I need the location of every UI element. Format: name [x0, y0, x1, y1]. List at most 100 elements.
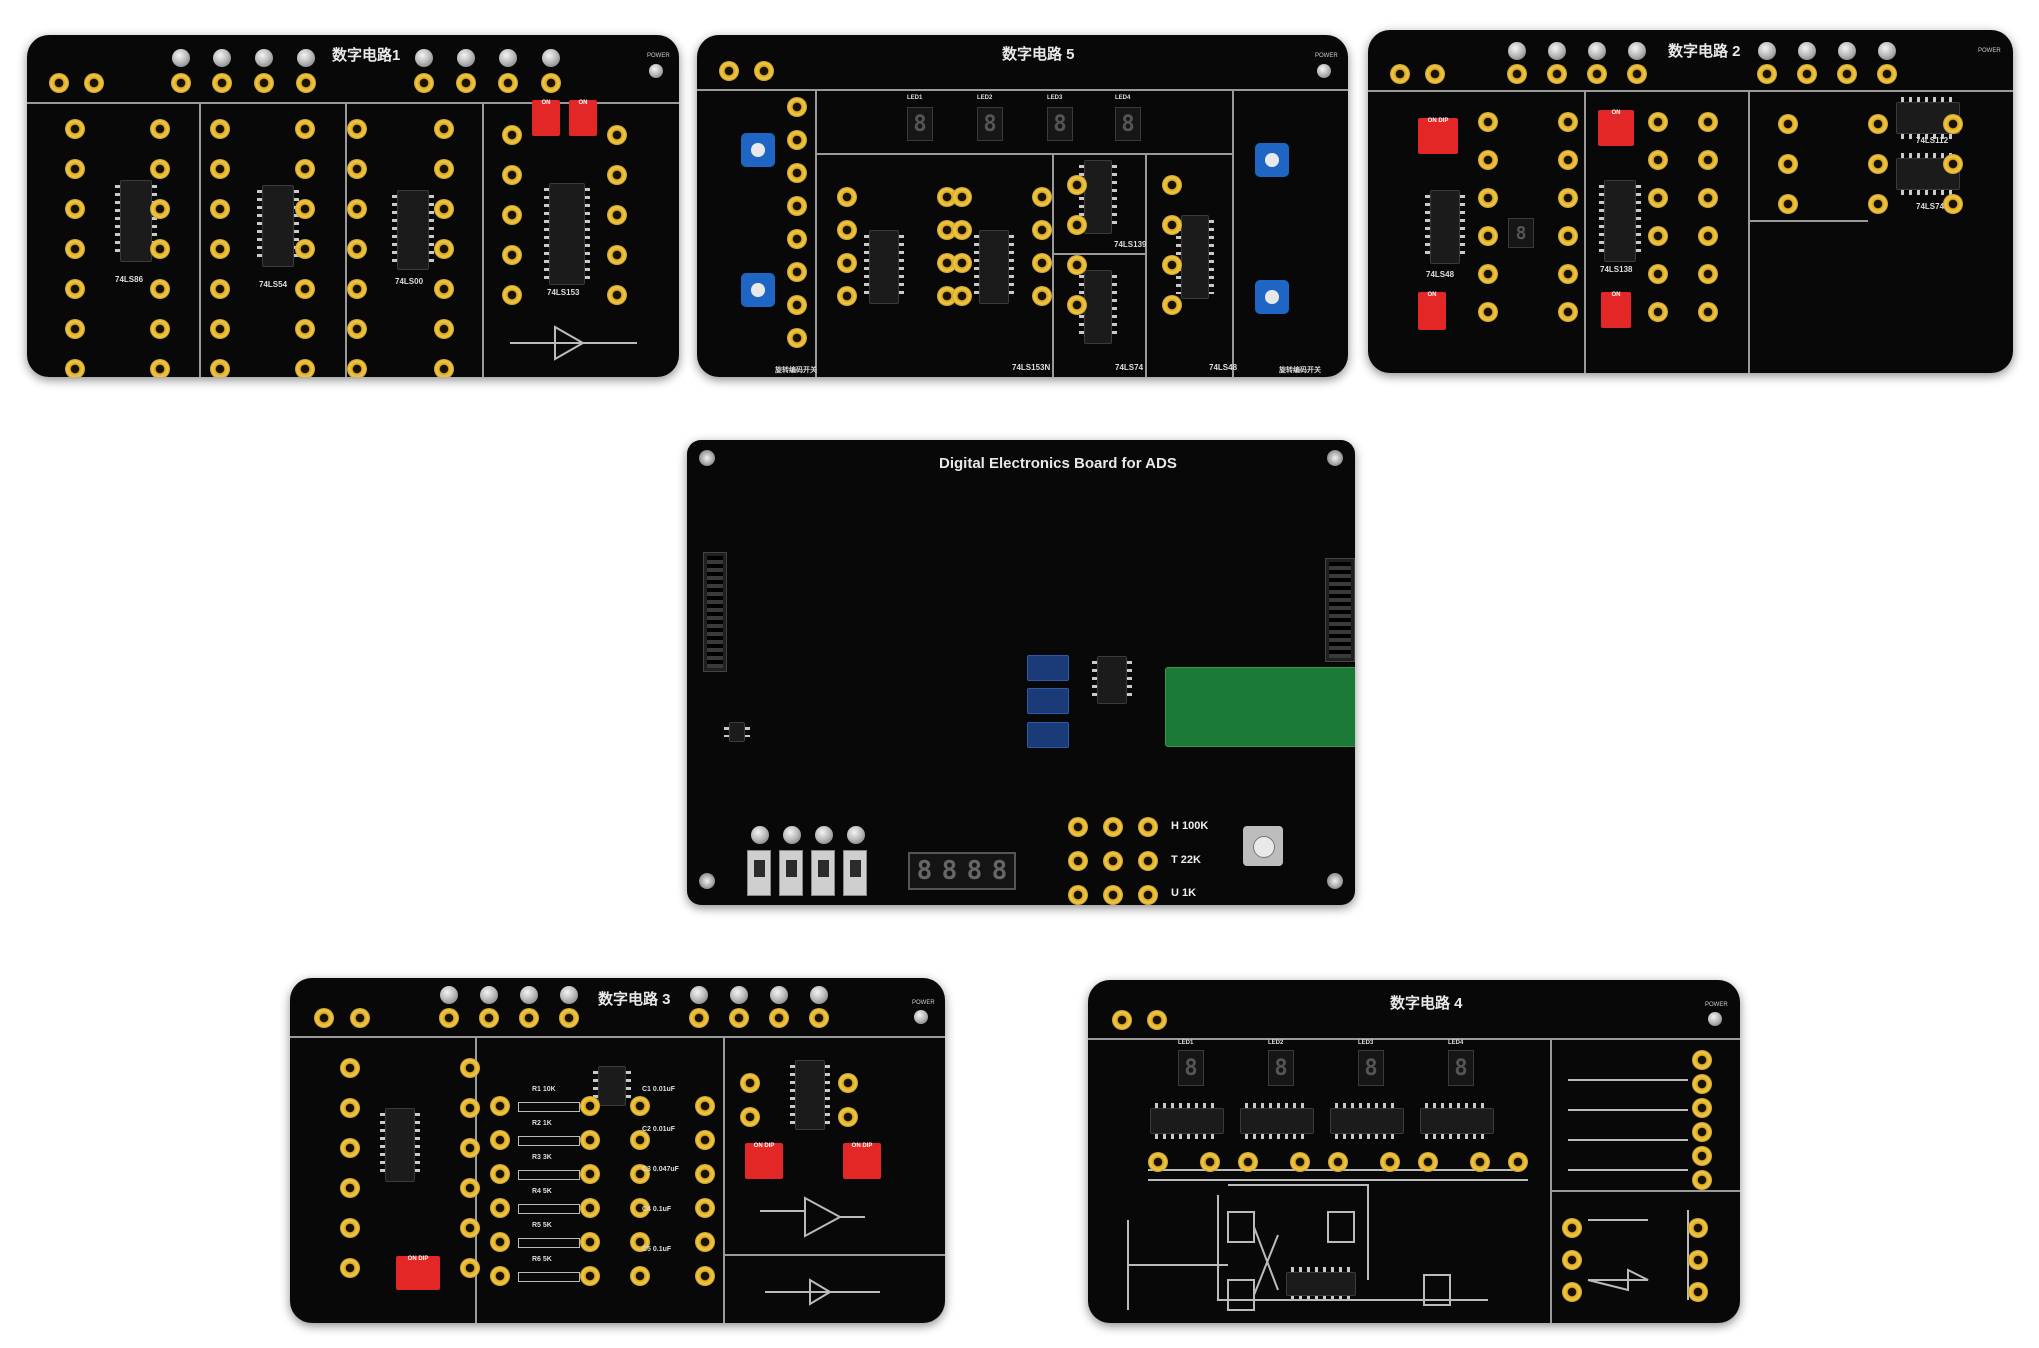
- jack[interactable]: [1562, 1250, 1582, 1270]
- dip-switch-sw3[interactable]: ON DIP: [843, 1143, 881, 1179]
- jack[interactable]: [1627, 64, 1647, 84]
- jack[interactable]: [347, 159, 367, 179]
- jack[interactable]: [695, 1232, 715, 1252]
- jack[interactable]: [1688, 1282, 1708, 1302]
- jack[interactable]: [1587, 64, 1607, 84]
- jack[interactable]: [1648, 112, 1668, 132]
- jack[interactable]: [171, 73, 191, 93]
- rotary-encoder[interactable]: [1243, 826, 1283, 866]
- jack[interactable]: [1778, 154, 1798, 174]
- jack[interactable]: [1698, 226, 1718, 246]
- jack[interactable]: [838, 1073, 858, 1093]
- jack[interactable]: [295, 159, 315, 179]
- jack[interactable]: [1508, 1152, 1528, 1172]
- jack[interactable]: [695, 1164, 715, 1184]
- jack[interactable]: [1380, 1152, 1400, 1172]
- jack[interactable]: [347, 359, 367, 377]
- jack[interactable]: [952, 220, 972, 240]
- jack[interactable]: [580, 1130, 600, 1150]
- jack[interactable]: [1138, 817, 1158, 837]
- jack[interactable]: [490, 1130, 510, 1150]
- jack[interactable]: [490, 1096, 510, 1116]
- jack[interactable]: [837, 253, 857, 273]
- jack[interactable]: [1328, 1152, 1348, 1172]
- jack[interactable]: [1868, 194, 1888, 214]
- jack[interactable]: [150, 239, 170, 259]
- jack[interactable]: [150, 159, 170, 179]
- jack[interactable]: [1692, 1146, 1712, 1166]
- jack[interactable]: [1558, 264, 1578, 284]
- jack[interactable]: [1692, 1074, 1712, 1094]
- jack[interactable]: [460, 1258, 480, 1278]
- jack[interactable]: [340, 1058, 360, 1078]
- jack[interactable]: [295, 199, 315, 219]
- power-switch[interactable]: [779, 850, 803, 896]
- jack[interactable]: [769, 1008, 789, 1028]
- jack[interactable]: [347, 239, 367, 259]
- jack[interactable]: [210, 119, 230, 139]
- jack[interactable]: [65, 279, 85, 299]
- jack[interactable]: [1478, 150, 1498, 170]
- jack[interactable]: [559, 1008, 579, 1028]
- jack[interactable]: [1837, 64, 1857, 84]
- jack[interactable]: [295, 279, 315, 299]
- jack[interactable]: [607, 245, 627, 265]
- jack[interactable]: [1688, 1218, 1708, 1238]
- jack[interactable]: [1558, 112, 1578, 132]
- jack[interactable]: [838, 1107, 858, 1127]
- jack[interactable]: [1688, 1250, 1708, 1270]
- jack[interactable]: [502, 125, 522, 145]
- jack[interactable]: [1698, 150, 1718, 170]
- jack[interactable]: [490, 1198, 510, 1218]
- jack[interactable]: [519, 1008, 539, 1028]
- jack[interactable]: [1162, 295, 1182, 315]
- jack[interactable]: [1478, 188, 1498, 208]
- jack[interactable]: [1692, 1050, 1712, 1070]
- jack[interactable]: [729, 1008, 749, 1028]
- jack[interactable]: [434, 319, 454, 339]
- power-switch[interactable]: [811, 850, 835, 896]
- jack[interactable]: [1148, 1152, 1168, 1172]
- jack[interactable]: [65, 199, 85, 219]
- jack[interactable]: [787, 163, 807, 183]
- jack[interactable]: [1757, 64, 1777, 84]
- jack[interactable]: [296, 73, 316, 93]
- jack[interactable]: [434, 119, 454, 139]
- jack[interactable]: [740, 1073, 760, 1093]
- dip-switch-abcd[interactable]: ON DIP: [396, 1256, 440, 1290]
- jack[interactable]: [1032, 286, 1052, 306]
- jack[interactable]: [787, 130, 807, 150]
- jack[interactable]: [1562, 1282, 1582, 1302]
- jack[interactable]: [210, 239, 230, 259]
- jack[interactable]: [1162, 255, 1182, 275]
- jack[interactable]: [787, 97, 807, 117]
- jack[interactable]: [695, 1096, 715, 1116]
- jack[interactable]: [1562, 1218, 1582, 1238]
- jack[interactable]: [952, 286, 972, 306]
- power-switch[interactable]: [843, 850, 867, 896]
- jack[interactable]: [434, 199, 454, 219]
- jack[interactable]: [1418, 1152, 1438, 1172]
- gnd-jack[interactable]: [1425, 64, 1445, 84]
- jack[interactable]: [1648, 226, 1668, 246]
- jack[interactable]: [502, 205, 522, 225]
- jack[interactable]: [1797, 64, 1817, 84]
- jack[interactable]: [479, 1008, 499, 1028]
- jack[interactable]: [340, 1098, 360, 1118]
- gnd-jack[interactable]: [754, 61, 774, 81]
- jack[interactable]: [1778, 194, 1798, 214]
- jack[interactable]: [809, 1008, 829, 1028]
- jack[interactable]: [1068, 885, 1088, 905]
- jack[interactable]: [150, 319, 170, 339]
- jack[interactable]: [460, 1218, 480, 1238]
- jack[interactable]: [340, 1178, 360, 1198]
- jack[interactable]: [1290, 1152, 1310, 1172]
- gnd-jack[interactable]: [1147, 1010, 1167, 1030]
- jack[interactable]: [150, 359, 170, 377]
- jack[interactable]: [630, 1266, 650, 1286]
- jack[interactable]: [787, 295, 807, 315]
- rotary-encoder-1[interactable]: [741, 133, 775, 167]
- jack[interactable]: [439, 1008, 459, 1028]
- jack[interactable]: [460, 1098, 480, 1118]
- jack[interactable]: [434, 159, 454, 179]
